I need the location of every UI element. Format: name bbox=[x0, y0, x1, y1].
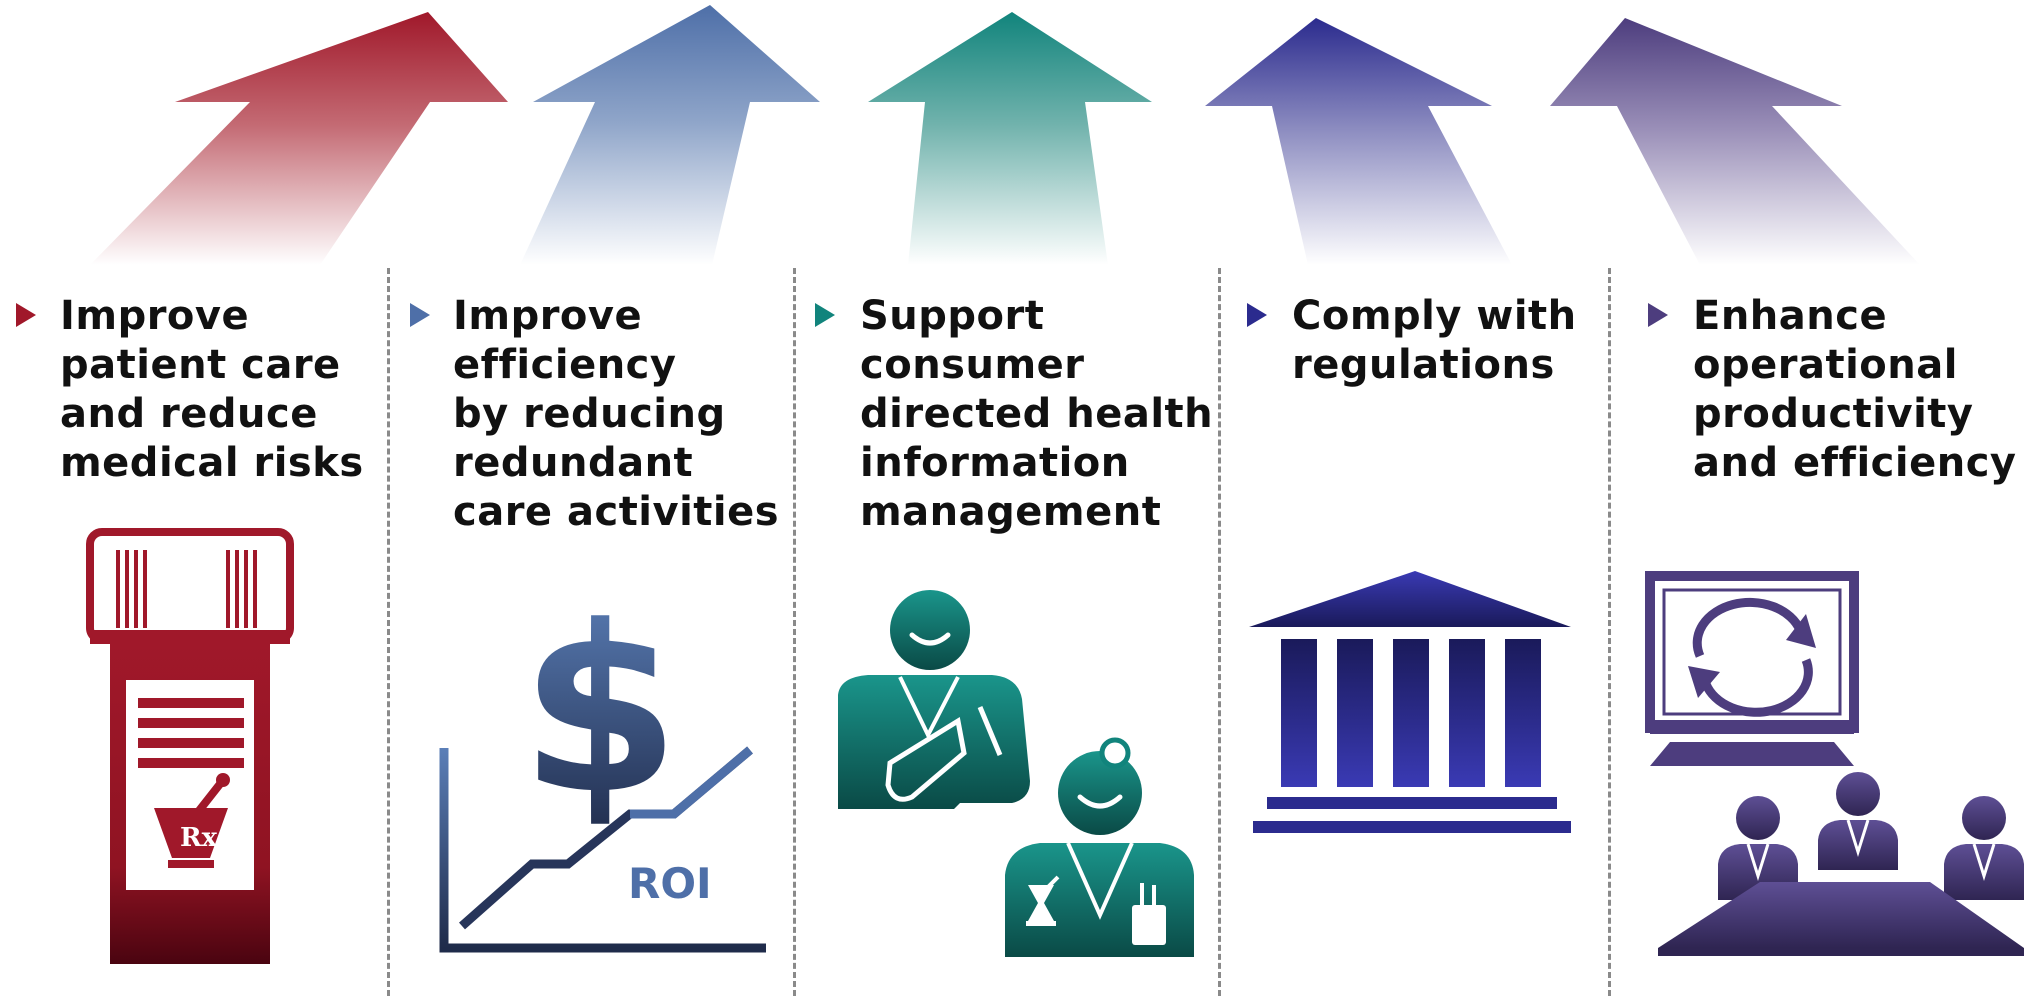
goal-label-line: medical risks bbox=[60, 440, 364, 486]
arrow-regulations bbox=[1205, 18, 1512, 265]
column-divider bbox=[1608, 268, 1611, 996]
goal-label-line: and reduce bbox=[60, 391, 318, 437]
goal-label-line: Support bbox=[860, 293, 1045, 339]
arrow-efficiency bbox=[520, 5, 820, 265]
column-divider bbox=[793, 268, 796, 996]
roi-label: ROI bbox=[628, 859, 712, 908]
bullet-icon bbox=[16, 303, 36, 327]
goal-label-line: and efficiency bbox=[1693, 440, 2017, 486]
bullet-icon bbox=[1648, 303, 1668, 327]
column-divider bbox=[387, 268, 390, 996]
goal-label-line: management bbox=[860, 489, 1162, 535]
goal-label-line: regulations bbox=[1292, 342, 1555, 388]
goal-label-line: consumer bbox=[860, 342, 1085, 388]
goal-label-line: Improve bbox=[453, 293, 643, 339]
roi-chart-icon: $ ROI bbox=[439, 580, 766, 953]
goal-label: Improve patient care and reduce medical … bbox=[60, 292, 364, 488]
bullet-icon bbox=[1247, 303, 1267, 327]
goal-label-line: redundant bbox=[453, 440, 694, 486]
arrows-row bbox=[90, 5, 1920, 265]
arrow-operations bbox=[1550, 18, 1920, 265]
goal-label-line: directed health bbox=[860, 391, 1214, 437]
government-building-icon bbox=[1249, 571, 1571, 833]
goal-label-line: Enhance bbox=[1693, 293, 1888, 339]
column-divider bbox=[1218, 268, 1221, 996]
goal-label-line: operational bbox=[1693, 342, 1958, 388]
goal-label: Support consumer directed health informa… bbox=[860, 292, 1213, 537]
goal-label: Comply with regulations bbox=[1292, 292, 1577, 390]
bullet-icon bbox=[410, 303, 430, 327]
patient-and-pharmacist-icon bbox=[838, 590, 1194, 957]
bullet-icon bbox=[815, 303, 835, 327]
goal-label-line: care activities bbox=[453, 489, 780, 535]
team-meeting-icon bbox=[1645, 571, 2024, 956]
goal-label: Improve efficiency by reducing redundant… bbox=[453, 292, 779, 537]
goal-label-line: Comply with bbox=[1292, 293, 1577, 339]
dollar-sign-icon: $ bbox=[520, 580, 680, 845]
prescription-bottle-icon: Rx bbox=[86, 528, 294, 964]
goal-label-line: Improve bbox=[60, 293, 250, 339]
rx-text: Rx bbox=[180, 823, 218, 853]
goal-label-line: productivity bbox=[1693, 391, 1974, 437]
arrow-consumer-health bbox=[868, 12, 1152, 265]
goal-label: Enhance operational productivity and eff… bbox=[1693, 292, 2016, 488]
goal-label-line: patient care bbox=[60, 342, 341, 388]
arrow-patient-care bbox=[90, 12, 508, 265]
goal-label-line: information bbox=[860, 440, 1130, 486]
goal-label-line: by reducing bbox=[453, 391, 726, 437]
goal-label-line: efficiency bbox=[453, 342, 677, 388]
